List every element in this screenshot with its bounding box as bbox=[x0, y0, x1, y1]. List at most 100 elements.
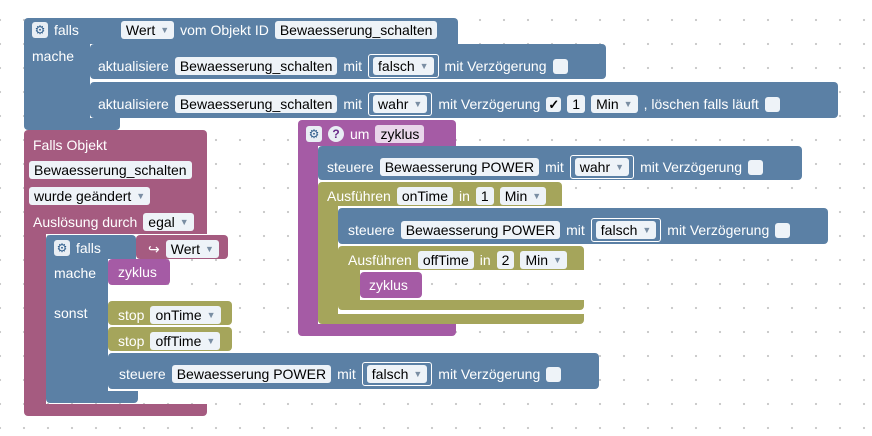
value-socket: wahr▼ bbox=[569, 155, 635, 179]
function-to-label: um bbox=[350, 126, 370, 142]
trigger-by-row: Auslösung durch egal▼ bbox=[33, 213, 194, 231]
control-row-falsch: steuere Bewaesserung POWER mit falsch▼ m… bbox=[348, 218, 791, 242]
inner-do-row: mache bbox=[54, 266, 96, 280]
timeout-offtime-bottom bbox=[338, 300, 584, 310]
update-label: aktualisiere bbox=[98, 58, 169, 74]
delay-value-field[interactable]: 1 bbox=[567, 95, 586, 113]
in-label: in bbox=[459, 188, 470, 204]
arrow-icon: ↪ bbox=[148, 241, 160, 257]
function-header: ⚙ ? um zyklus bbox=[306, 125, 425, 143]
inner-if-spine bbox=[46, 259, 108, 394]
value-dropdown-falsch[interactable]: falsch▼ bbox=[595, 221, 657, 239]
timeout-unit-dropdown[interactable]: Min▼ bbox=[499, 187, 547, 205]
trigger-object-field[interactable]: Bewaesserung_schalten bbox=[29, 161, 192, 179]
control-target-field[interactable]: Bewaesserung POWER bbox=[400, 221, 561, 239]
dropdown-arrow-icon: ▼ bbox=[413, 98, 423, 109]
dropdown-arrow-icon: ▼ bbox=[553, 254, 562, 265]
dropdown-arrow-icon: ▼ bbox=[413, 368, 423, 379]
timeout-unit-dropdown[interactable]: Min▼ bbox=[520, 251, 567, 269]
changed-value-row: ↪ Wert▼ bbox=[148, 240, 219, 258]
inner-if-bottom bbox=[46, 391, 138, 403]
dropdown-arrow-icon: ▼ bbox=[205, 243, 214, 254]
call-zyklus-inner-row: zyklus bbox=[369, 278, 408, 292]
trigger-title: Falls Objekt bbox=[33, 138, 107, 152]
stop-ontime-dropdown[interactable]: onTime▼ bbox=[150, 306, 221, 324]
timeout-value-field[interactable]: 1 bbox=[475, 187, 494, 205]
stop-ontime-row: stop onTime▼ bbox=[118, 306, 221, 324]
value-dropdown[interactable]: Wert▼ bbox=[120, 21, 175, 39]
value-dropdown-wahr[interactable]: wahr▼ bbox=[574, 158, 630, 176]
help-icon[interactable]: ? bbox=[328, 126, 344, 142]
update-row-2: aktualisiere Bewaesserung_schalten mit w… bbox=[98, 92, 780, 116]
gear-icon[interactable]: ⚙ bbox=[32, 22, 48, 38]
dropdown-arrow-icon: ▼ bbox=[419, 60, 429, 71]
timeout-name-field[interactable]: onTime bbox=[396, 187, 453, 205]
trigger-changed-row: wurde geändert▼ bbox=[29, 187, 151, 205]
if-label: falls bbox=[54, 22, 79, 38]
with-label: mit bbox=[566, 222, 585, 238]
value-dropdown-falsch[interactable]: falsch▼ bbox=[366, 365, 428, 383]
of-object-label: vom Objekt ID bbox=[180, 22, 269, 38]
update-target-field[interactable]: Bewaesserung_schalten bbox=[174, 95, 338, 113]
clear-checkbox[interactable] bbox=[764, 96, 780, 112]
delay-checkbox[interactable] bbox=[546, 366, 562, 382]
value-socket: falsch▼ bbox=[361, 362, 433, 386]
call-zyklus-block[interactable] bbox=[108, 259, 170, 285]
if-block-spine bbox=[24, 44, 90, 122]
else-row: sonst bbox=[54, 306, 87, 320]
call-zyklus-row: zyklus bbox=[118, 265, 157, 279]
control-target-field[interactable]: Bewaesserung POWER bbox=[171, 365, 332, 383]
trigger-bottom bbox=[24, 404, 207, 416]
gear-icon[interactable]: ⚙ bbox=[54, 240, 70, 256]
control-row-wahr: steuere Bewaesserung POWER mit wahr▼ mit… bbox=[327, 155, 764, 179]
timeout-name-field[interactable]: offTime bbox=[417, 251, 474, 269]
function-name-field[interactable]: zyklus bbox=[375, 125, 425, 143]
delay-label: mit Verzögerung bbox=[444, 58, 547, 74]
stop-label: stop bbox=[118, 333, 145, 349]
trigger-by-dropdown[interactable]: egal▼ bbox=[143, 213, 194, 231]
trigger-by-label: Auslösung durch bbox=[33, 214, 138, 230]
value-dropdown-wahr[interactable]: wahr▼ bbox=[373, 95, 428, 113]
inner-do-label: mache bbox=[54, 265, 97, 281]
dropdown-arrow-icon: ▼ bbox=[160, 24, 170, 35]
delay-label: mit Verzögerung bbox=[667, 222, 770, 238]
trigger-object-row: Bewaesserung_schalten bbox=[29, 161, 192, 179]
control-target-field[interactable]: Bewaesserung POWER bbox=[379, 158, 540, 176]
dropdown-arrow-icon: ▼ bbox=[642, 224, 652, 235]
value-socket: falsch▼ bbox=[368, 54, 439, 78]
value-socket: wahr▼ bbox=[368, 92, 433, 116]
stop-offtime-dropdown[interactable]: offTime▼ bbox=[150, 332, 221, 350]
call-zyklus-label: zyklus bbox=[118, 264, 157, 280]
update-label: aktualisiere bbox=[98, 96, 169, 112]
stop-label: stop bbox=[118, 307, 145, 323]
with-label: mit bbox=[337, 366, 356, 382]
inner-if-label: falls bbox=[76, 240, 101, 256]
dropdown-arrow-icon: ▼ bbox=[615, 161, 625, 172]
object-id-field[interactable]: Bewaesserung_schalten bbox=[274, 21, 438, 39]
timeout-ontime-row: Ausführen onTime in 1 Min▼ bbox=[327, 187, 547, 205]
update-row-1: aktualisiere Bewaesserung_schalten mit f… bbox=[98, 54, 568, 78]
value-dropdown-falsch[interactable]: falsch▼ bbox=[373, 57, 434, 75]
delay-checkbox[interactable] bbox=[748, 159, 764, 175]
do-label: mache bbox=[32, 49, 74, 63]
delay-unit-dropdown[interactable]: Min▼ bbox=[591, 95, 638, 113]
delay-checkbox[interactable] bbox=[552, 58, 568, 74]
gear-icon[interactable]: ⚙ bbox=[306, 126, 322, 142]
if-block-bottom bbox=[24, 118, 120, 130]
call-zyklus-inner-label: zyklus bbox=[369, 277, 408, 293]
timeout-offtime-spine bbox=[338, 270, 360, 304]
dropdown-arrow-icon: ▼ bbox=[206, 335, 216, 346]
dropdown-arrow-icon: ▼ bbox=[136, 190, 146, 201]
call-zyklus-inner-block[interactable] bbox=[360, 272, 422, 298]
control-label: steuere bbox=[119, 366, 166, 382]
function-bottom bbox=[298, 324, 456, 336]
delay-checkbox-checked[interactable]: ✓ bbox=[546, 96, 562, 112]
dropdown-arrow-icon: ▼ bbox=[532, 190, 542, 201]
changed-value-dropdown[interactable]: Wert▼ bbox=[165, 240, 219, 258]
trigger-spine bbox=[24, 232, 46, 407]
timeout-value-field[interactable]: 2 bbox=[496, 251, 515, 269]
update-target-field[interactable]: Bewaesserung_schalten bbox=[174, 57, 338, 75]
delay-checkbox[interactable] bbox=[775, 222, 791, 238]
do-label-text: mache bbox=[32, 48, 75, 64]
changed-dropdown[interactable]: wurde geändert▼ bbox=[29, 187, 151, 205]
